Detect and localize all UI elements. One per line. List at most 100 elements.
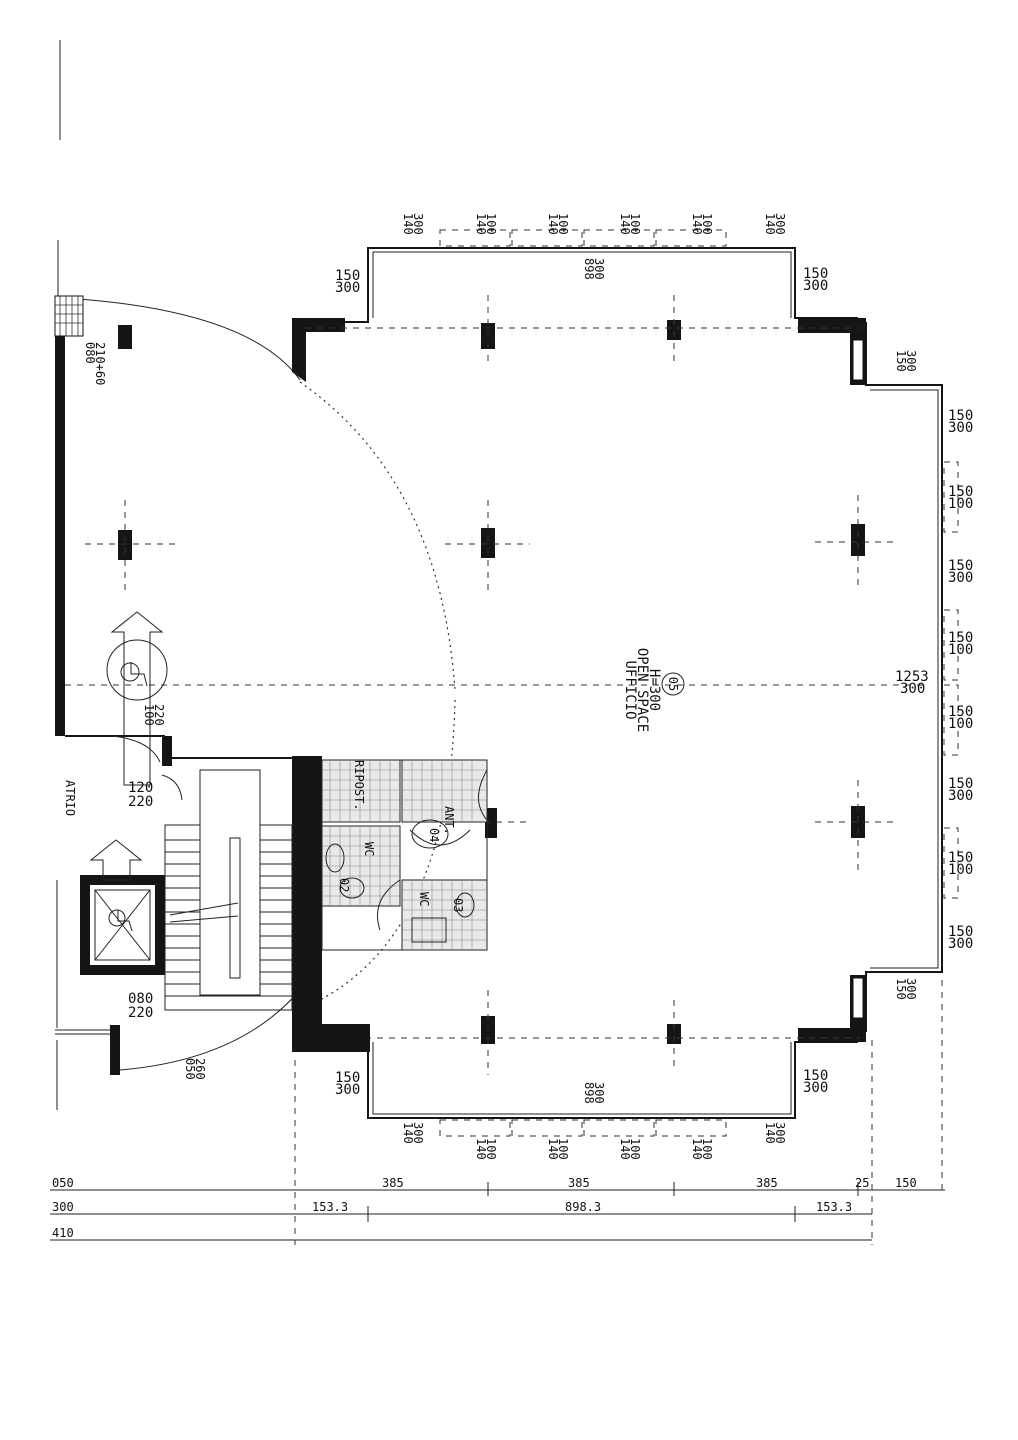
svg-text:150: 150 <box>948 776 973 792</box>
svg-text:100: 100 <box>142 704 156 726</box>
svg-text:150: 150 <box>335 268 360 284</box>
svg-text:385: 385 <box>756 1176 778 1190</box>
svg-text:300: 300 <box>904 350 918 372</box>
wheelchair-icon <box>108 662 148 932</box>
svg-text:100: 100 <box>700 213 714 235</box>
svg-text:220: 220 <box>128 794 153 810</box>
service-core <box>55 735 488 1075</box>
svg-text:100: 100 <box>948 716 973 732</box>
svg-text:300: 300 <box>948 788 973 804</box>
svg-text:150: 150 <box>948 484 973 500</box>
svg-text:100: 100 <box>556 213 570 235</box>
svg-text:150: 150 <box>803 1068 828 1084</box>
door-swing-arcs <box>64 297 456 1071</box>
svg-text:300: 300 <box>948 420 973 436</box>
svg-text:150: 150 <box>948 630 973 646</box>
grid-axes <box>65 295 925 1075</box>
wc-extra-label: WC <box>362 842 376 856</box>
svg-text:300: 300 <box>773 213 787 235</box>
svg-text:300: 300 <box>592 258 606 280</box>
svg-text:1253: 1253 <box>895 669 929 685</box>
svg-text:140: 140 <box>618 213 632 235</box>
room-name-line1: UFFICIO <box>622 660 638 719</box>
svg-text:140: 140 <box>474 213 488 235</box>
svg-text:050: 050 <box>183 1058 197 1080</box>
service-room-labels: RIPOST. ANT. 04 WC 03 WC 02 ATRIO <box>63 760 465 912</box>
svg-text:140: 140 <box>690 213 704 235</box>
svg-text:140: 140 <box>546 1138 560 1160</box>
svg-text:898: 898 <box>582 258 596 280</box>
room-number-badge: 05 <box>661 672 685 696</box>
svg-text:300: 300 <box>900 681 925 697</box>
svg-text:300: 300 <box>335 1082 360 1098</box>
svg-text:100: 100 <box>948 496 973 512</box>
room-height: H=300 <box>646 669 662 711</box>
svg-text:150: 150 <box>948 924 973 940</box>
bottom-window-labels: 140 300 140 100 140 100 140 100 140 100 … <box>401 1082 787 1160</box>
svg-text:100: 100 <box>700 1138 714 1160</box>
svg-text:080: 080 <box>128 991 153 1007</box>
left-edge-lines <box>54 40 84 1110</box>
windows <box>439 229 959 1137</box>
svg-text:385: 385 <box>382 1176 404 1190</box>
svg-text:300: 300 <box>803 1080 828 1096</box>
svg-text:140: 140 <box>474 1138 488 1160</box>
svg-text:140: 140 <box>763 213 777 235</box>
svg-text:300: 300 <box>904 978 918 1000</box>
corner-pillars <box>292 318 866 1042</box>
svg-text:150: 150 <box>895 1176 917 1190</box>
svg-text:300: 300 <box>773 1122 787 1144</box>
door-labels: 080 210+60 100 220 120 220 080 220 050 2… <box>83 342 207 1080</box>
svg-text:300: 300 <box>411 213 425 235</box>
svg-text:150: 150 <box>894 978 908 1000</box>
svg-text:140: 140 <box>618 1138 632 1160</box>
svg-text:120: 120 <box>128 780 153 796</box>
ripost-number: 02 <box>337 878 351 892</box>
svg-text:100: 100 <box>948 862 973 878</box>
room-number: 05 <box>666 677 680 691</box>
side-window-labels: 150 300 150 300 150 300 150 300 150 300 … <box>335 266 973 1098</box>
wc-number: 03 <box>451 898 465 912</box>
svg-text:898: 898 <box>582 1082 596 1104</box>
svg-text:300: 300 <box>948 936 973 952</box>
svg-text:100: 100 <box>484 213 498 235</box>
svg-text:140: 140 <box>690 1138 704 1160</box>
svg-text:300: 300 <box>335 280 360 296</box>
antibagno-number: 04 <box>427 828 441 842</box>
svg-text:150: 150 <box>948 408 973 424</box>
top-window-labels: 140 300 140 100 140 100 140 100 140 100 … <box>401 213 787 280</box>
building-outline <box>55 247 943 1119</box>
svg-text:300: 300 <box>52 1200 74 1214</box>
svg-text:100: 100 <box>628 213 642 235</box>
svg-text:150: 150 <box>948 850 973 866</box>
svg-text:100: 100 <box>948 642 973 658</box>
svg-text:898.3: 898.3 <box>565 1200 601 1214</box>
svg-text:210+60: 210+60 <box>93 342 107 385</box>
atrio-label: ATRIO <box>63 780 77 816</box>
svg-text:050: 050 <box>52 1176 74 1190</box>
svg-text:150: 150 <box>948 704 973 720</box>
svg-text:150: 150 <box>335 1070 360 1086</box>
svg-text:140: 140 <box>401 1122 415 1144</box>
svg-text:300: 300 <box>592 1082 606 1104</box>
svg-text:300: 300 <box>803 278 828 294</box>
svg-text:385: 385 <box>568 1176 590 1190</box>
svg-text:260: 260 <box>193 1058 207 1080</box>
svg-text:300: 300 <box>411 1122 425 1144</box>
dimension-lines: 050 385 385 385 25 150 300 153.3 898.3 1… <box>50 980 945 1245</box>
svg-text:100: 100 <box>556 1138 570 1160</box>
svg-text:150: 150 <box>803 266 828 282</box>
svg-text:150: 150 <box>948 558 973 574</box>
room-name-line2: OPEN SPACE <box>634 648 650 732</box>
svg-text:140: 140 <box>763 1122 777 1144</box>
svg-text:080: 080 <box>83 342 97 364</box>
svg-text:25: 25 <box>855 1176 869 1190</box>
svg-text:153.3: 153.3 <box>816 1200 852 1214</box>
svg-text:100: 100 <box>484 1138 498 1160</box>
room-label: UFFICIO OPEN SPACE H=300 <box>622 648 662 732</box>
svg-text:153.3: 153.3 <box>312 1200 348 1214</box>
antibagno-label: ANT. <box>442 806 456 835</box>
svg-text:150: 150 <box>894 350 908 372</box>
wc-label: WC <box>417 892 431 906</box>
